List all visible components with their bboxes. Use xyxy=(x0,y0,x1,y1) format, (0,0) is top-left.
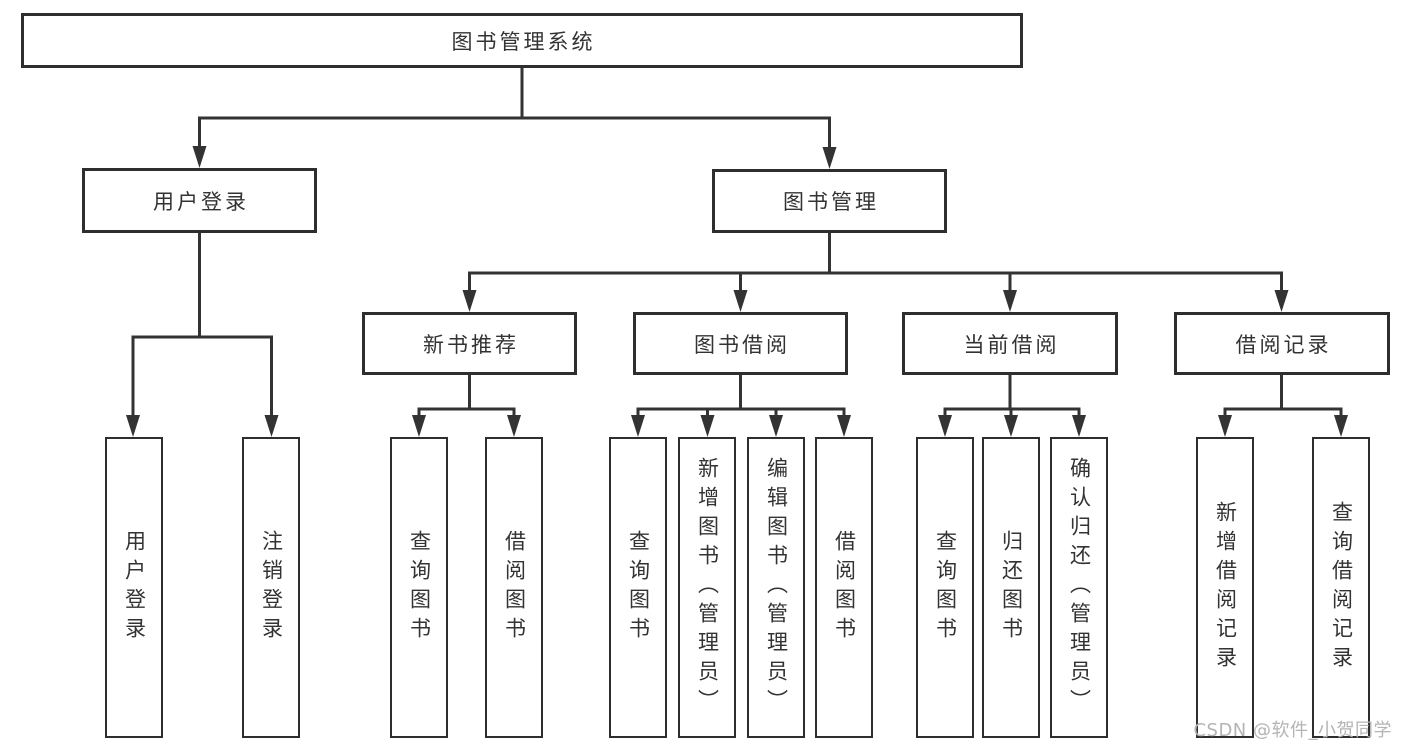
leaf-logout-login-label: 注销登录 xyxy=(259,529,284,646)
node-borrowing-records-label: 借阅记录 xyxy=(1235,332,1332,357)
leaf-logout-login: 注销登录 xyxy=(242,437,300,738)
leaf-query-books-current-label: 查询图书 xyxy=(933,529,958,646)
node-current-borrowing: 当前借阅 xyxy=(902,312,1118,375)
leaf-user-login-label: 用户登录 xyxy=(122,529,147,646)
node-current-borrowing-label: 当前借阅 xyxy=(963,332,1060,357)
leaf-query-borrow-record-label: 查询借阅记录 xyxy=(1329,500,1354,675)
node-book-management: 图书管理 xyxy=(712,169,947,233)
node-new-book-recommendation-label: 新书推荐 xyxy=(423,332,519,357)
leaf-borrow-books-recommend-label: 借阅图书 xyxy=(502,529,527,646)
leaf-query-borrow-record: 查询借阅记录 xyxy=(1312,437,1370,738)
node-user-login-label: 用户登录 xyxy=(153,189,249,214)
node-book-borrowing: 图书借阅 xyxy=(633,312,848,375)
leaf-add-borrow-record-label: 新增借阅记录 xyxy=(1213,500,1238,675)
leaf-return-books: 归还图书 xyxy=(982,437,1040,738)
node-library-management-system-label: 图书管理系统 xyxy=(451,29,596,54)
leaf-borrow-books-recommend: 借阅图书 xyxy=(485,437,543,738)
leaf-query-books-borrowing-label: 查询图书 xyxy=(626,529,651,646)
node-library-management-system: 图书管理系统 xyxy=(21,13,1023,68)
node-new-book-recommendation: 新书推荐 xyxy=(362,312,577,375)
leaf-add-books-admin-label: 新增图书（管理员） xyxy=(695,457,720,718)
leaf-return-books-label: 归还图书 xyxy=(999,529,1024,646)
leaf-edit-books-admin: 编辑图书（管理员） xyxy=(747,437,805,738)
leaf-borrow-books-label: 借阅图书 xyxy=(832,529,857,646)
leaf-edit-books-admin-label: 编辑图书（管理员） xyxy=(764,457,789,718)
leaf-add-books-admin: 新增图书（管理员） xyxy=(678,437,736,738)
leaf-query-books-recommend: 查询图书 xyxy=(390,437,448,738)
node-book-management-label: 图书管理 xyxy=(783,190,879,214)
node-book-borrowing-label: 图书借阅 xyxy=(694,332,790,357)
leaf-query-books-borrowing: 查询图书 xyxy=(609,437,667,738)
leaf-query-books-current: 查询图书 xyxy=(916,437,974,738)
leaf-confirm-return-admin-label: 确认归还（管理员） xyxy=(1067,457,1092,718)
leaf-query-books-recommend-label: 查询图书 xyxy=(407,529,432,646)
leaf-add-borrow-record: 新增借阅记录 xyxy=(1196,437,1254,738)
leaf-borrow-books: 借阅图书 xyxy=(815,437,873,738)
leaf-user-login: 用户登录 xyxy=(105,437,163,738)
node-user-login: 用户登录 xyxy=(82,168,317,233)
node-borrowing-records: 借阅记录 xyxy=(1174,312,1390,375)
leaf-confirm-return-admin: 确认归还（管理员） xyxy=(1050,437,1108,738)
csdn-watermark: CSDN @软件_小贺同学 xyxy=(1193,720,1392,741)
